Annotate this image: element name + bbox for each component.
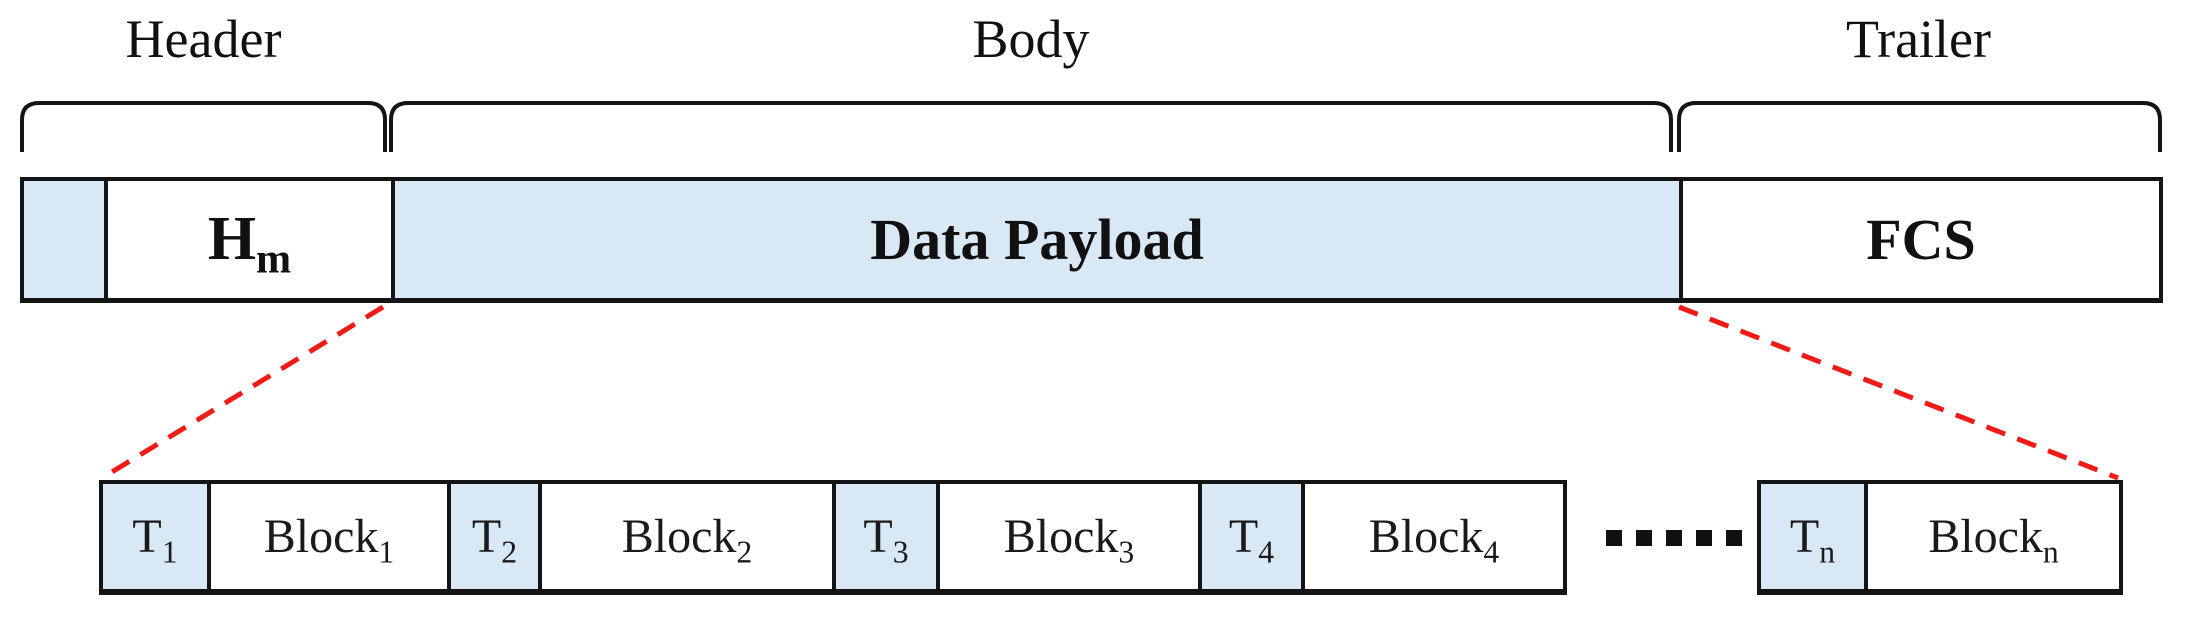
ellipsis-dot (1635, 529, 1652, 546)
leading-field-segment (24, 181, 104, 298)
trailer-brace (1677, 101, 2162, 152)
block-2-label: Block2 (621, 510, 753, 570)
payload-expansion-tail: Tn Blockn (1757, 480, 2123, 595)
tag-2-label: T2 (471, 510, 518, 570)
payload-expansion-bar: T1 Block1 T2 Block2 T3 Block3 T4 Block4 (99, 480, 1567, 595)
tag-n-label: Tn (1789, 510, 1836, 570)
block-n-label: Blockn (1928, 510, 2059, 570)
block-3-label: Block3 (1003, 510, 1135, 570)
block-cell-2: Block2 (538, 484, 832, 589)
expansion-line-left (100, 304, 385, 481)
block-cell-4: Block4 (1301, 484, 1563, 589)
ellipsis-dot (1725, 529, 1742, 546)
ellipsis-dot (1665, 529, 1682, 546)
body-brace (389, 101, 1673, 152)
tag-cell-n: Tn (1761, 484, 1864, 589)
tag-cell-1: T1 (103, 484, 207, 589)
header-brace (20, 101, 387, 152)
fcs-label: FCS (1866, 207, 1976, 272)
trailer-section-label: Trailer (1846, 9, 1991, 69)
fcs-segment: FCS (1679, 181, 2159, 298)
block-cell-1: Block1 (207, 484, 447, 589)
expansion-line-right (1678, 304, 2119, 481)
tag-4-label: T4 (1228, 510, 1275, 570)
tag-3-label: T3 (863, 510, 909, 570)
ellipsis-dot (1695, 529, 1712, 546)
frame-bar: Hm Data Payload FCS (20, 177, 2163, 303)
ellipsis-dots (1590, 480, 1757, 595)
mac-header-segment: Hm (104, 181, 391, 298)
ellipsis-dot (1605, 529, 1622, 546)
block-cell-3: Block3 (936, 484, 1198, 589)
tag-1-label: T1 (132, 510, 178, 570)
data-payload-label: Data Payload (870, 207, 1204, 272)
tag-cell-4: T4 (1198, 484, 1301, 589)
tag-cell-2: T2 (447, 484, 538, 589)
mac-header-label: Hm (207, 205, 292, 283)
data-payload-segment: Data Payload (391, 181, 1679, 298)
block-cell-n: Blockn (1864, 484, 2119, 589)
block-1-label: Block1 (263, 510, 395, 570)
body-section-label: Body (972, 9, 1090, 69)
block-4-label: Block4 (1368, 510, 1500, 570)
tag-cell-3: T3 (832, 484, 936, 589)
header-section-label: Header (125, 9, 282, 69)
